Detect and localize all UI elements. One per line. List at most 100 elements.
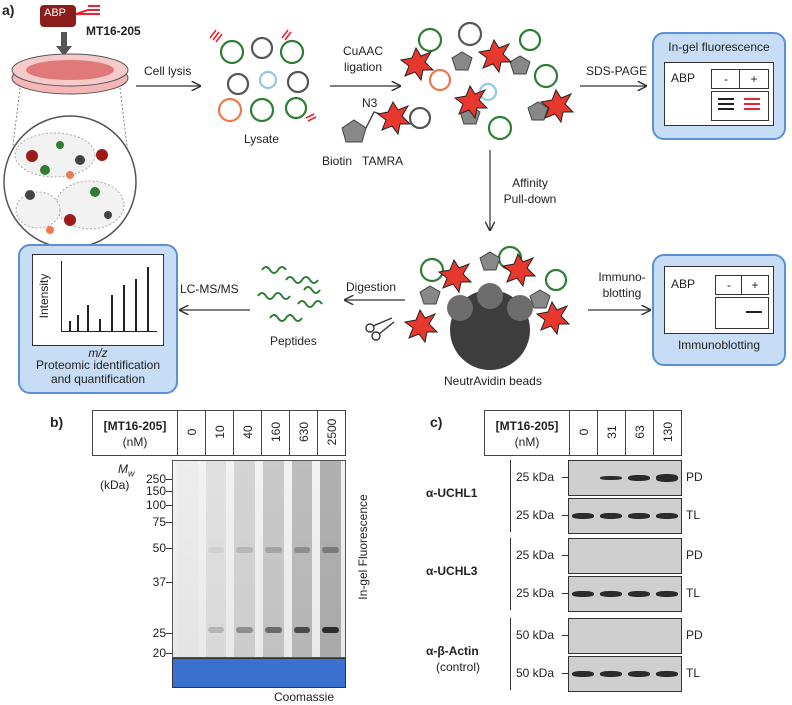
- concentration-label: 10: [213, 425, 227, 439]
- mw-tick: [166, 522, 172, 523]
- in-gel-fluorescence-gel: [172, 460, 346, 658]
- ms-title-1: Proteomic identification: [35, 358, 161, 372]
- ingel-box-title: In-gel fluorescence: [668, 40, 770, 54]
- blot-mw-label: 50 kDa: [516, 628, 555, 642]
- probe-name: MT16-205: [86, 24, 141, 38]
- step-affinity-1: Affinity: [512, 176, 548, 190]
- blot-band: [600, 671, 622, 677]
- blot-tag: TL: [686, 666, 701, 680]
- blot-tag: TL: [686, 508, 701, 522]
- gel-band: [322, 547, 339, 553]
- blot-mw-label: 25 kDa: [516, 508, 555, 522]
- group-bracket: [510, 538, 511, 610]
- immuno-minus-cell: -: [715, 275, 743, 295]
- concentration-label: 0: [577, 428, 591, 436]
- concentration-cell: 160: [261, 411, 290, 455]
- concentration-cell: 130: [653, 411, 682, 455]
- blot-strip: [568, 498, 682, 534]
- gel-band: [207, 627, 225, 633]
- gel-band: [293, 547, 311, 553]
- concentration-cell: 2500: [317, 411, 346, 455]
- blot-tag: TL: [686, 586, 701, 600]
- concentration-label: 40: [241, 425, 255, 439]
- mw-marker: 37: [152, 575, 166, 589]
- blot-strip: [568, 538, 682, 574]
- concentration-label: 130: [661, 421, 675, 443]
- blot-band: [572, 671, 594, 677]
- mw-marker: 75: [152, 515, 166, 529]
- concentration-cell: 10: [205, 411, 234, 455]
- blot-mw-tick: [562, 515, 568, 516]
- gel-band: [265, 547, 282, 553]
- ingel-lanes: [711, 91, 769, 121]
- blot-band: [628, 475, 650, 481]
- blot-mw-label: 25 kDa: [516, 470, 555, 484]
- ms-spectrum-frame: Intensity: [32, 254, 164, 346]
- mw-tick: [166, 653, 172, 654]
- antibody-sublabel: (control): [436, 660, 481, 674]
- coomassie-label: Coomassie: [274, 690, 335, 704]
- probe-tag: ABP: [44, 7, 67, 19]
- blot-band: [572, 513, 594, 519]
- concentration-cell: 63: [625, 411, 654, 455]
- blot-band: [600, 475, 622, 481]
- blot-band: [600, 591, 622, 597]
- antibody-label: α-UCHL1: [426, 486, 478, 500]
- step-digestion: Digestion: [346, 280, 397, 294]
- blot-mw-tick: [562, 673, 568, 674]
- mw-marker: 50: [152, 541, 166, 555]
- immuno-abp-label: ABP: [671, 277, 696, 291]
- blot-band: [628, 513, 650, 519]
- tamra-label: TAMRA: [362, 154, 404, 168]
- gel-band: [236, 627, 253, 633]
- ingel-abp-label: ABP: [671, 71, 696, 85]
- panel-a-label: a): [2, 2, 15, 18]
- blot-mw-tick: [562, 555, 568, 556]
- step-sds-page: SDS-PAGE: [586, 64, 648, 78]
- mw-tick: [166, 505, 172, 506]
- mw-marker: 150: [145, 484, 166, 498]
- immuno-blot-frame: ABP - +: [664, 266, 774, 334]
- gel-lane: [205, 461, 227, 657]
- ms-xlabel: m/z: [88, 346, 108, 360]
- blot-band: [656, 671, 678, 677]
- gel-band: [322, 627, 339, 633]
- blot-strip: [568, 618, 682, 654]
- mw-marker: 100: [145, 498, 166, 512]
- panel-c-label: c): [430, 414, 443, 430]
- click-line2: ligation: [343, 60, 383, 74]
- blot-band: [656, 474, 678, 482]
- azide-label: N3: [362, 96, 378, 110]
- lysate-label: Lysate: [244, 132, 279, 146]
- gel-band: [236, 547, 253, 553]
- blot-mw-tick: [562, 477, 568, 478]
- antibody-label: α-β-Actin: [426, 644, 479, 658]
- blot-band: [628, 671, 650, 677]
- concentration-label: 31: [605, 425, 619, 439]
- concentration-cell: 0: [177, 411, 206, 455]
- concentration-cell: 40: [233, 411, 262, 455]
- concentration-label: 630: [297, 421, 311, 443]
- panel-b-label: b): [50, 414, 64, 430]
- blot-strip: [568, 656, 682, 692]
- concentration-cell: 0: [569, 411, 598, 455]
- panel-b-header-line1: [MT16-205]: [103, 419, 167, 433]
- concentration-label: 63: [633, 425, 647, 439]
- gel-band: [207, 547, 225, 553]
- blot-mw-label: 50 kDa: [516, 666, 555, 680]
- mw-tick: [166, 582, 172, 583]
- gel-lane: [234, 461, 255, 657]
- blot-strip: [568, 576, 682, 612]
- blot-band: [628, 591, 650, 597]
- concentration-cell: 630: [289, 411, 318, 455]
- ingel-gel-frame: ABP - +: [664, 62, 774, 126]
- group-bracket: [510, 618, 511, 690]
- blot-tag: PD: [686, 548, 703, 562]
- concentration-label: 160: [269, 421, 283, 443]
- blot-band: [656, 591, 678, 597]
- immuno-plus: +: [751, 278, 759, 292]
- immuno-minus: -: [727, 278, 731, 292]
- gel-lane: [320, 461, 341, 657]
- ms-ylabel: Intensity: [37, 273, 51, 319]
